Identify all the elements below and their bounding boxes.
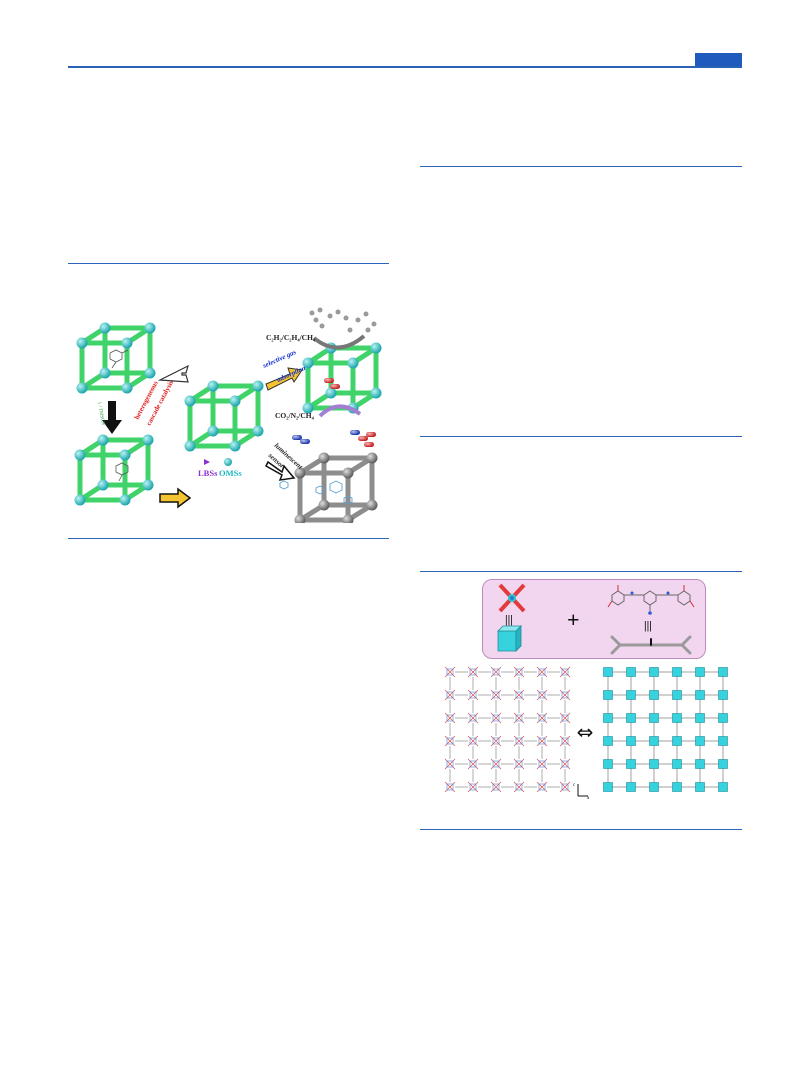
cube-top-right (305, 345, 379, 411)
framework-node (513, 781, 537, 793)
framework-node (444, 781, 468, 793)
cube-bottom-right-nodes (294, 452, 378, 523)
header-rule (68, 66, 742, 68)
framework-node (513, 735, 537, 759)
curved-arrow-co2 (318, 404, 362, 418)
framework-node (513, 666, 537, 690)
framework-node (559, 689, 571, 713)
paddlewheel-icon (498, 583, 526, 613)
lbs-marker (204, 459, 210, 465)
label-selective-gas: selective gas (261, 348, 298, 370)
oms-marker (224, 458, 232, 466)
right-rule-2 (420, 436, 742, 437)
framework-node (513, 758, 537, 782)
equiv-sign-right: ||| (644, 618, 652, 632)
arrow-to-top-left (157, 364, 189, 383)
framework-node (490, 781, 514, 793)
ligand-structure (607, 585, 695, 611)
framework-node (467, 781, 491, 793)
framework-node (467, 689, 491, 713)
framework-node (513, 712, 537, 736)
figure1-top-rule (68, 263, 389, 264)
framework-node (490, 735, 514, 759)
framework-node (490, 758, 514, 782)
ligand-nitrogen (648, 611, 652, 615)
framework-node (490, 689, 514, 713)
framework-node (467, 735, 491, 759)
guest-molecule-1 (109, 349, 129, 369)
plus-sign: + (567, 607, 580, 632)
cube-top-left (79, 325, 153, 391)
axis-label-a: a (587, 796, 590, 800)
label-small-tms: 1 / TMSCN (96, 401, 105, 425)
framework-node (467, 666, 491, 690)
curved-arrow-gas (312, 334, 366, 350)
framework-node (559, 758, 571, 782)
framework-node (536, 689, 560, 713)
equiv-sign-left: ||| (505, 612, 513, 626)
atomistic-framework (444, 666, 571, 793)
cube-center-nodes (184, 380, 264, 452)
framework-node (536, 712, 560, 736)
axis-indicator: c a (573, 783, 590, 800)
cube-top-left-nodes (76, 322, 156, 394)
framework-node (536, 735, 560, 759)
axis-label-c: c (573, 783, 576, 788)
cube-bottom-right (297, 455, 375, 523)
sbu-cube-icon (497, 625, 522, 652)
figure2-bottom-rule (420, 829, 742, 830)
framework-node (490, 666, 514, 690)
arrow-down-left (102, 401, 122, 434)
label-co2-mix: CO₂/N₂/CH₄ (275, 411, 315, 420)
framework-node (444, 735, 468, 759)
arrow-to-product (159, 487, 192, 509)
framework-node (559, 666, 571, 690)
figure1-bottom-rule (68, 538, 389, 539)
header-tab (695, 53, 742, 66)
label-oms: OMSs (219, 468, 242, 478)
framework-node (536, 758, 560, 782)
framework-node (559, 735, 571, 759)
framework-node (559, 712, 571, 736)
figure2-building-blocks: ||| + ||| (497, 583, 695, 655)
arrow-adsorption (265, 367, 303, 391)
ligand-n-right (666, 591, 670, 595)
cube-bottom-left-nodes (74, 434, 154, 506)
label-adsorption: adsorption (276, 364, 307, 384)
framework-node (444, 689, 468, 713)
cube-center (187, 383, 261, 449)
arrow-sensor (265, 460, 296, 481)
label-gas-mix: C₂H₂/C₂H₄/CH₄ (266, 333, 316, 342)
network-node (718, 782, 728, 792)
right-rule-1 (420, 166, 742, 167)
framework-node (467, 712, 491, 736)
framework-node (490, 712, 514, 736)
ligand-n-left (630, 591, 634, 595)
gas-molecules (309, 307, 377, 333)
adsorbed-co2 (324, 378, 340, 389)
framework-node (536, 781, 560, 793)
framework-node (559, 781, 571, 793)
cube-bottom-left (77, 437, 151, 503)
framework-node (444, 712, 468, 736)
co2-molecules (292, 430, 376, 447)
analyte-molecules (279, 480, 353, 505)
framework-node (444, 666, 468, 690)
label-lbs: LBSs (198, 468, 218, 478)
topological-network (603, 667, 728, 792)
framework-node (513, 689, 537, 713)
framework-node (536, 666, 560, 690)
framework-node (444, 758, 468, 782)
framework-node (467, 758, 491, 782)
figure2-top-rule (420, 571, 742, 572)
figure1-mof-scheme: C₂H₂/C₂H₄/CH₄ selective gas adsorption C… (74, 307, 382, 523)
ligand-simplified (610, 635, 692, 655)
guest-molecule-2 (115, 462, 129, 482)
double-arrow-icon: ⇔ (576, 720, 594, 744)
